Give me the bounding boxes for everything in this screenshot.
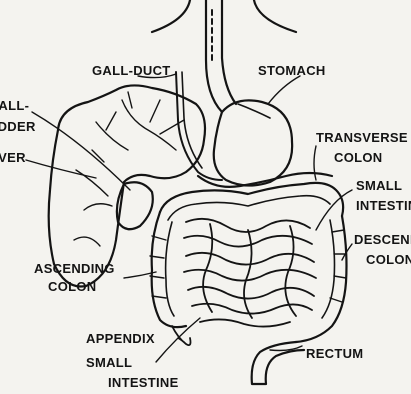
label-ascending-colon-line2: COLON	[48, 279, 96, 294]
label-small-intestine-right-line2: INTESTINE	[356, 198, 411, 213]
label-gall-bladder-line2: BLADDER	[0, 119, 36, 134]
esophagus	[206, 0, 236, 112]
label-gall-bladder-line1: GALL-	[0, 98, 29, 113]
descending-colon	[296, 216, 347, 342]
stomach-outline	[238, 104, 270, 118]
label-gall-duct: GALL-DUCT	[92, 63, 171, 78]
transverse-colon	[160, 183, 343, 216]
label-descending-colon-line1: DESCENDING	[354, 232, 411, 247]
label-small-intestine-bottom-line1: SMALL	[86, 355, 132, 370]
liver-veins	[74, 92, 184, 246]
stomach	[214, 100, 292, 185]
ascending-colon	[152, 212, 186, 327]
label-descending-colon-line2: COLON	[366, 252, 411, 267]
label-ascending-colon-line1: ASCENDING	[34, 261, 115, 276]
label-leader-lines	[26, 74, 352, 362]
label-transverse-colon-line2: COLON	[334, 150, 382, 165]
label-rectum: RECTUM	[306, 346, 363, 361]
gall-bladder	[117, 182, 153, 229]
label-small-intestine-right-line1: SMALL	[356, 178, 402, 193]
blood-vessels	[152, 0, 296, 32]
label-liver: LIVER	[0, 150, 26, 165]
small-intestine	[184, 219, 316, 327]
label-appendix: APPENDIX	[86, 331, 155, 346]
label-transverse-colon-line1: TRANSVERSE	[316, 130, 408, 145]
label-stomach: STOMACH	[258, 63, 326, 78]
label-small-intestine-bottom-line2: INTESTINE	[108, 375, 179, 390]
